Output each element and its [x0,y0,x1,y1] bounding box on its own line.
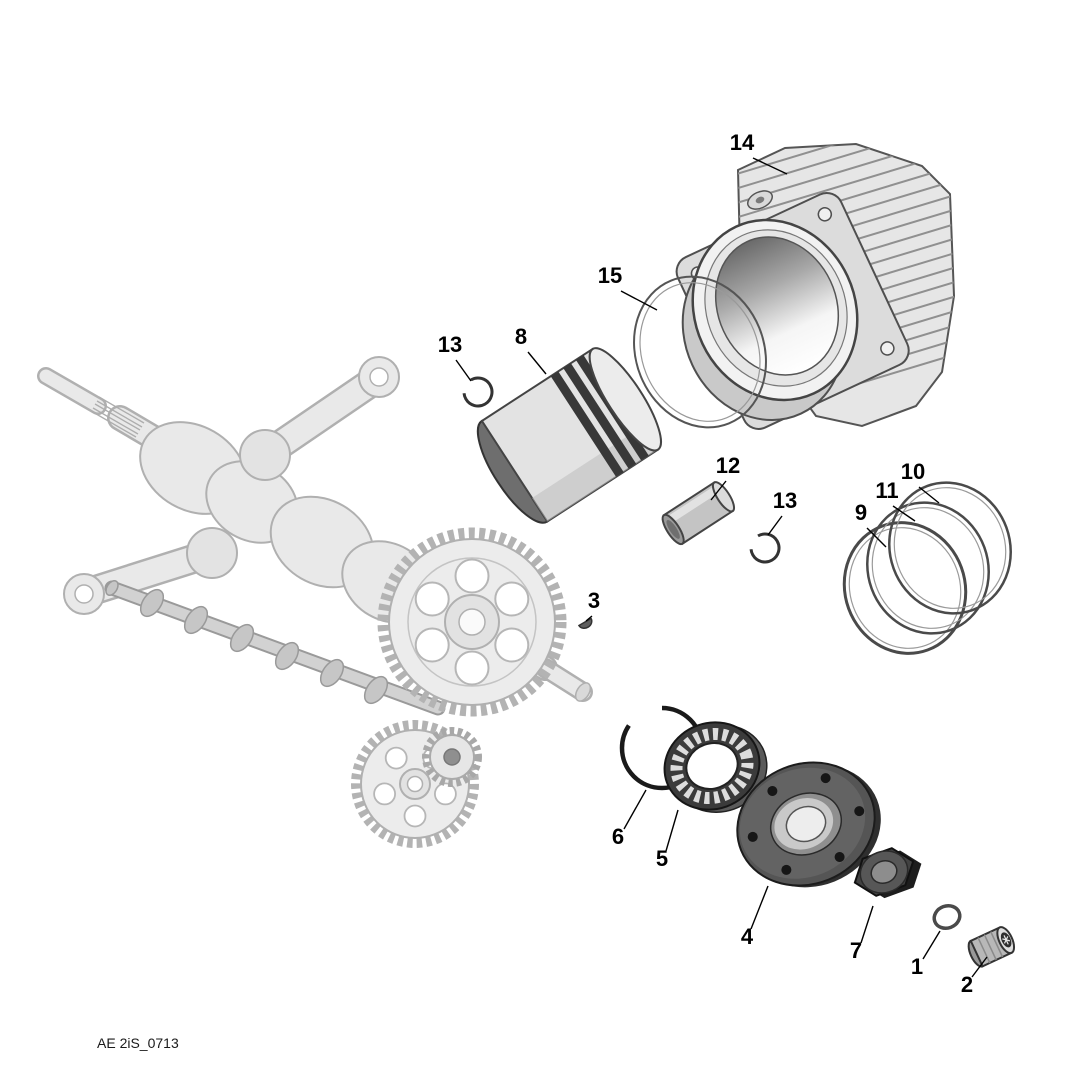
callout-5: 5 [656,846,668,871]
leader-line-11 [892,505,916,522]
leader-line-4 [750,885,769,930]
leader-line-13a [455,359,472,382]
o-ring-part [932,903,962,931]
nut-part [853,847,922,899]
circlip-right-part [749,532,781,564]
piston-ring-9 [842,521,968,655]
callout-15: 15 [598,263,622,288]
leader-line-14 [752,157,788,175]
leader-line-3 [585,615,593,622]
leader-line-6 [623,789,647,830]
callout-3: 3 [588,588,600,613]
woodruff-key-part [577,617,593,630]
timing-gears-ghost [351,527,567,848]
big-gear-ghost [377,527,567,717]
leader-line-12 [710,480,727,501]
sprag-clutch-part [663,721,768,814]
cylinder-part [675,142,956,430]
callout-12: 12 [716,453,740,478]
piston-crown [588,347,662,452]
callout-13b: 13 [773,488,797,513]
spline-section [90,396,145,438]
leader-line-13b [767,515,783,536]
circlip-left-part [462,376,494,408]
flange-part [736,761,881,888]
leader-line-2 [971,956,988,978]
callout-2: 2 [961,972,973,997]
leader-line-10 [918,486,940,504]
callout-6: 6 [612,824,624,849]
base-gasket-part [633,275,767,429]
piston-ring-groove [563,363,637,469]
leader-line-15 [620,290,658,311]
figure-code-label: AE 2iS_0713 [97,1035,179,1051]
leader-line-7 [860,905,874,944]
camshaft-ghost [104,579,446,716]
leader-line-8 [527,351,547,375]
piston-pin-part [661,481,736,546]
piston-ring-groove [550,371,624,477]
callout-11: 11 [875,478,898,503]
leader-line-5 [665,809,679,852]
piston-rings-part [842,481,1012,655]
piston-ring-10 [888,481,1012,615]
callout-8: 8 [515,324,527,349]
cylinder-bore [714,236,840,376]
callout-10: 10 [901,459,925,484]
callout-1: 1 [911,954,923,979]
small-gear-ghost [422,727,482,787]
leader-line-9 [866,527,887,548]
crankshaft-assembly-ghost [37,356,593,702]
leader-line-1 [922,930,941,960]
plug-screw-part [967,926,1016,968]
callout-14: 14 [730,130,755,155]
callout-13a: 13 [438,332,462,357]
piston-ring-11 [866,501,990,635]
callout-7: 7 [850,938,862,963]
callout-4: 4 [741,924,754,949]
callout-9: 9 [855,500,867,525]
piston-part [476,347,662,524]
callouts: 14 15 8 13 12 13 10 11 9 3 6 5 4 7 1 2 [438,130,988,997]
